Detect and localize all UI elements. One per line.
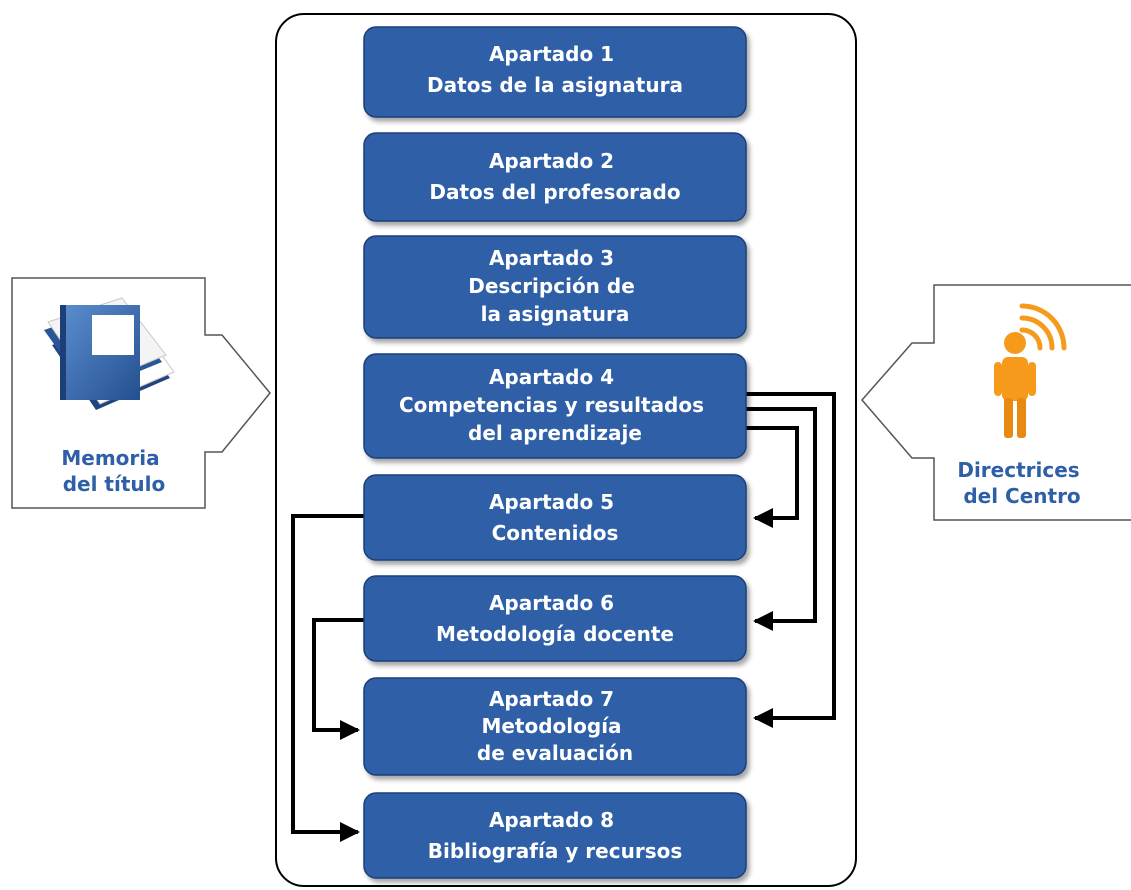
section-6-line-1: Apartado 6 <box>489 591 614 615</box>
connector-4-to-6 <box>745 407 817 631</box>
right-input-line-2: del Centro <box>963 484 1080 508</box>
section-3-line-2: Descripción de <box>468 274 635 298</box>
section-box-7-text: Apartado 7 Metodología de evaluación <box>477 687 633 765</box>
connector-4-to-7 <box>745 392 836 728</box>
section-box-7: Apartado 7 Metodología de evaluación <box>363 677 747 776</box>
section-4-line-2: Competencias y resultados <box>399 393 704 417</box>
person-broadcast-icon <box>994 303 1067 438</box>
section-box-5: Apartado 5 Contenidos <box>363 474 747 561</box>
section-box-6-text: Apartado 6 Metodología docente <box>436 591 674 646</box>
section-8-line-1: Apartado 8 <box>489 808 614 832</box>
section-box-6: Apartado 6 Metodología docente <box>363 575 747 662</box>
left-input-line-1: Memoria <box>61 446 159 470</box>
section-3-line-3: la asignatura <box>481 302 630 326</box>
section-2-line-2: Datos del profesorado <box>429 180 680 204</box>
section-7-line-3: de evaluación <box>477 741 633 765</box>
section-7-line-2: Metodología <box>481 714 621 738</box>
section-box-2: Apartado 2 Datos del profesorado <box>363 132 747 222</box>
section-box-8: Apartado 8 Bibliografía y recursos <box>363 792 747 879</box>
section-5-line-1: Apartado 5 <box>489 490 614 514</box>
section-box-3: Apartado 3 Descripción de la asignatura <box>363 235 747 339</box>
section-box-3-text: Apartado 3 Descripción de la asignatura <box>468 246 641 326</box>
section-4-line-1: Apartado 4 <box>489 365 614 389</box>
right-input-label: Directrices del Centro <box>957 458 1086 508</box>
section-3-line-1: Apartado 3 <box>489 246 614 270</box>
left-input-line-2: del título <box>63 472 166 496</box>
section-4-line-3: del aprendizaje <box>468 421 642 445</box>
section-6-line-2: Metodología docente <box>436 622 674 646</box>
right-input-panel: Directrices del Centro <box>861 284 1131 521</box>
section-5-line-2: Contenidos <box>492 521 619 545</box>
section-1-line-2: Datos de la asignatura <box>427 73 683 97</box>
connector-6-to-7 <box>312 618 364 740</box>
section-1-line-1: Apartado 1 <box>489 42 614 66</box>
section-box-1: Apartado 1 Datos de la asignatura <box>363 26 747 118</box>
connector-4-to-5 <box>745 426 799 528</box>
section-box-4: Apartado 4 Competencias y resultados del… <box>363 353 747 459</box>
section-box-6-bg <box>363 575 747 662</box>
right-input-line-1: Directrices <box>957 458 1079 482</box>
section-2-line-1: Apartado 2 <box>489 149 614 173</box>
section-box-8-text: Apartado 8 Bibliografía y recursos <box>428 808 683 863</box>
section-box-7-bg <box>363 677 747 776</box>
section-box-2-bg <box>363 132 747 222</box>
connectors <box>291 392 836 842</box>
section-box-1-text: Apartado 1 Datos de la asignatura <box>427 42 683 97</box>
section-box-5-bg <box>363 474 747 561</box>
section-box-2-text: Apartado 2 Datos del profesorado <box>429 149 680 204</box>
connector-5-to-8 <box>291 514 364 842</box>
left-input-panel: Memoria del título <box>11 277 271 509</box>
section-8-line-2: Bibliografía y recursos <box>428 839 683 863</box>
section-box-3-bg <box>363 235 747 339</box>
book-stack-icon <box>44 297 175 410</box>
left-input-label: Memoria del título <box>61 446 166 496</box>
section-7-line-1: Apartado 7 <box>489 687 614 711</box>
section-box-8-bg <box>363 792 747 879</box>
section-box-5-text: Apartado 5 Contenidos <box>489 490 621 545</box>
section-box-4-bg <box>363 353 747 459</box>
section-box-1-bg <box>363 26 747 118</box>
section-box-4-text: Apartado 4 Competencias y resultados del… <box>399 365 711 445</box>
